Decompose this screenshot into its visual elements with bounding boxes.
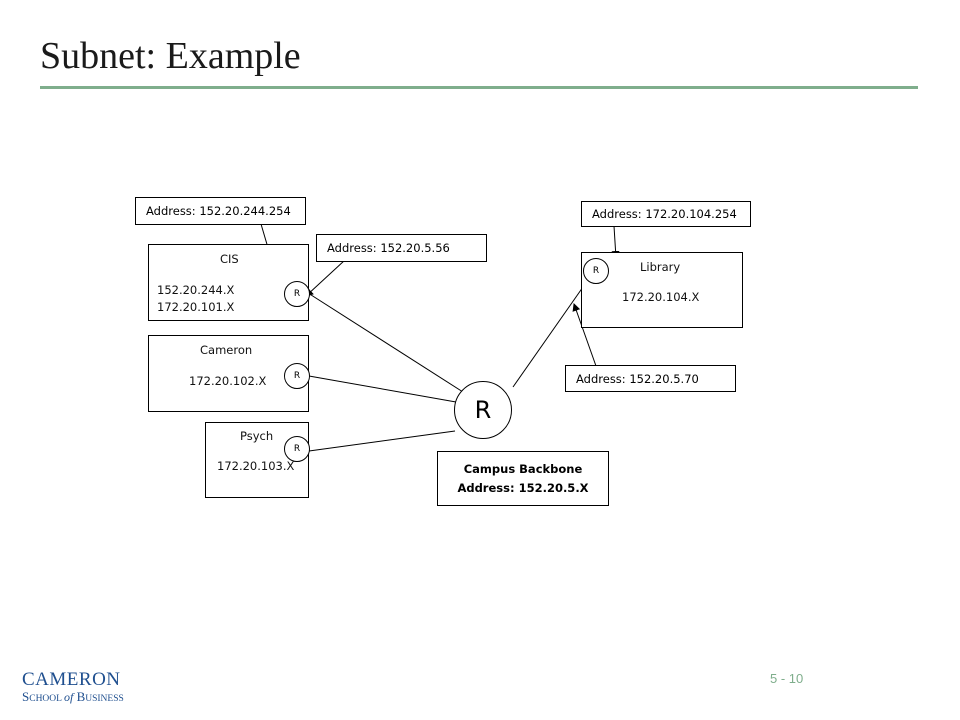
callout-cis-router-address: Address: 152.20.244.254 xyxy=(135,197,306,225)
cis-subnet-box xyxy=(148,244,309,321)
link-cis-backbone xyxy=(307,292,464,393)
slide-title: Subnet: Example xyxy=(40,35,301,77)
cis-subnet-address-1: 152.20.244.X xyxy=(157,283,235,297)
cis-subnet-name: CIS xyxy=(220,252,239,266)
psych-subnet-address: 172.20.103.X xyxy=(217,459,295,473)
library-subnet-address: 172.20.104.X xyxy=(622,290,700,304)
link-cameron-backbone xyxy=(308,375,457,403)
psych-subnet-name: Psych xyxy=(240,429,274,443)
logo-line-1: CAMERON xyxy=(22,669,121,690)
backbone-router: R xyxy=(454,381,512,439)
campus-backbone-address: Address: 152.20.5.X xyxy=(457,480,589,495)
title-divider xyxy=(40,86,918,89)
cis-router: R xyxy=(284,281,310,307)
campus-backbone-box: Campus Backbone Address: 152.20.5.X xyxy=(437,451,609,506)
library-router: R xyxy=(583,258,609,284)
cameron-subnet-address: 172.20.102.X xyxy=(189,374,267,388)
cameron-subnet-name: Cameron xyxy=(200,343,253,357)
page-number: 5 - 10 xyxy=(770,671,804,686)
callout-cis-backbone-address: Address: 152.20.5.56 xyxy=(316,234,487,262)
library-subnet-name: Library xyxy=(640,260,681,274)
arrow-library-backbone xyxy=(572,303,597,367)
cameron-subnet-box xyxy=(148,335,309,412)
psych-router: R xyxy=(284,436,310,462)
cis-subnet-address-2: 172.20.101.X xyxy=(157,300,235,314)
cameron-school-of-business-logo: CAMERON SCHOOL of BUSINESS xyxy=(20,668,160,708)
link-psych-backbone xyxy=(308,430,456,452)
cameron-router: R xyxy=(284,363,310,389)
link-library-backbone xyxy=(512,276,591,388)
arrow-cis-backbone xyxy=(305,259,346,297)
callout-library-backbone-address: Address: 152.20.5.70 xyxy=(565,365,736,392)
callout-library-router-address: Address: 172.20.104.254 xyxy=(581,201,751,227)
campus-backbone-title: Campus Backbone xyxy=(463,461,583,476)
library-subnet-box xyxy=(581,252,743,328)
logo-line-2: SCHOOL of BUSINESS xyxy=(22,689,124,704)
logo-wordmark: CAMERON SCHOOL of BUSINESS xyxy=(22,669,124,704)
